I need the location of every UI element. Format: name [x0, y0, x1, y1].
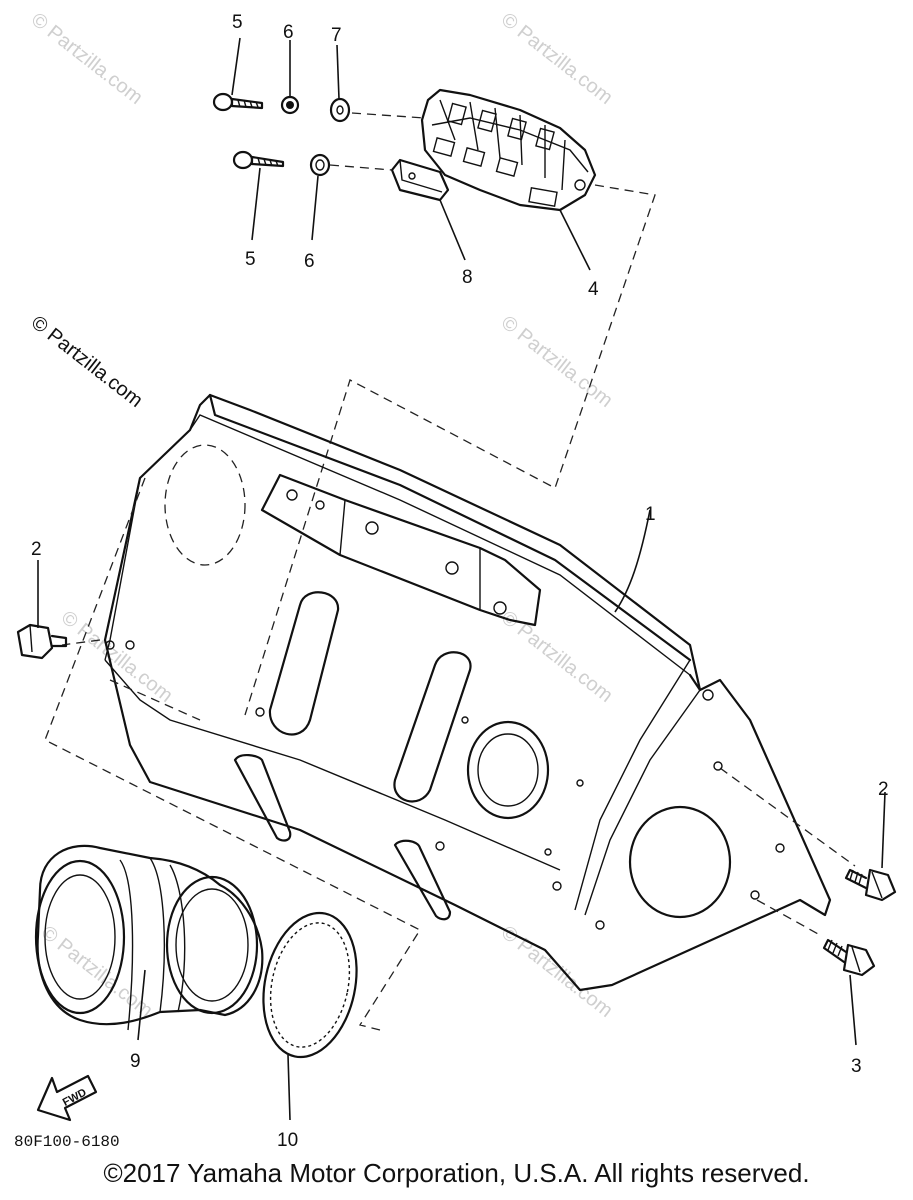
part-10-seal-ring — [262, 911, 358, 1059]
callouts: 5 6 7 5 6 8 4 1 2 2 3 9 10 — [31, 12, 889, 1151]
watermark: © Partzilla.com — [497, 312, 617, 412]
callout-5-lower: 5 — [245, 249, 256, 270]
callout-7: 7 — [331, 25, 342, 46]
watermark-main: © Partzilla.com — [27, 312, 147, 412]
callout-5-upper: 5 — [232, 12, 243, 33]
part-6-washer-upper — [280, 95, 300, 115]
part-3-bolt — [822, 938, 876, 977]
part-8-clip — [390, 158, 450, 202]
callout-1: 1 — [645, 504, 656, 525]
part-2-bolt-right — [844, 868, 897, 902]
watermark: © Partzilla.com — [497, 9, 617, 109]
part-5-screw-lower — [232, 150, 285, 170]
watermark: © Partzilla.com — [497, 922, 617, 1022]
copyright-notice: ©2017 Yamaha Motor Corporation, U.S.A. A… — [103, 1158, 810, 1188]
part-1-bracket — [103, 393, 832, 992]
callout-3: 3 — [851, 1056, 862, 1077]
part-9-duct — [34, 844, 264, 1031]
callout-6-upper: 6 — [283, 22, 294, 43]
callout-2-left: 2 — [31, 539, 42, 560]
callout-8: 8 — [462, 267, 473, 288]
fwd-arrow-icon: FWD — [36, 1074, 98, 1122]
part-6-washer-lower — [309, 153, 331, 177]
callout-10: 10 — [277, 1130, 298, 1151]
callout-6-lower: 6 — [304, 251, 315, 272]
part-2-bolt-left — [16, 623, 68, 660]
fwd-label: FWD — [61, 1086, 89, 1108]
part-7-nut — [329, 97, 351, 123]
part-4-rectifier — [420, 88, 597, 212]
part-5-screw-upper — [212, 92, 264, 112]
leader-lines — [37, 37, 886, 1121]
diagram-code: 80F100-6180 — [14, 1133, 120, 1151]
callout-9: 9 — [130, 1051, 141, 1072]
callout-4: 4 — [588, 279, 599, 300]
watermark: © Partzilla.com — [27, 9, 147, 109]
callout-2-right: 2 — [878, 779, 889, 800]
